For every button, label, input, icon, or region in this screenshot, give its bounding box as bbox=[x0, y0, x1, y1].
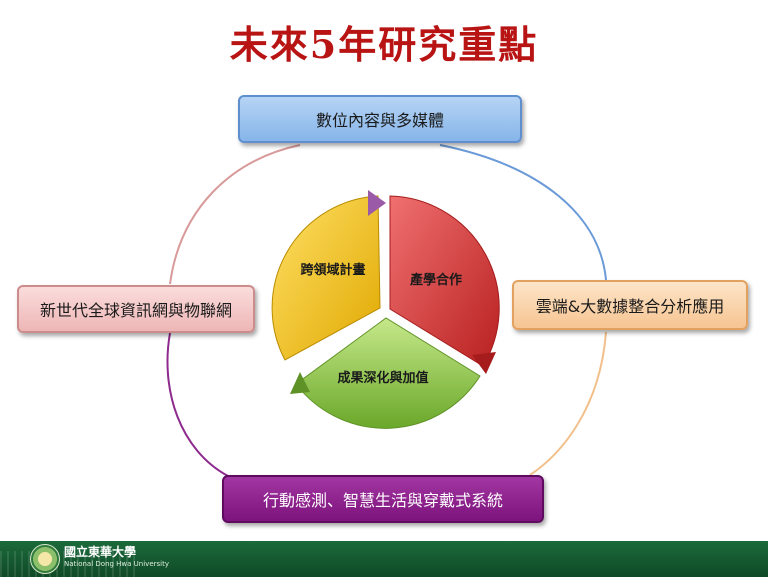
arrow-red bbox=[472, 352, 496, 374]
segment-red bbox=[389, 195, 500, 367]
footer-decoration bbox=[0, 551, 140, 577]
arc-left-top bbox=[169, 144, 301, 285]
university-name: 國立東華大學 bbox=[64, 545, 137, 559]
arc-bottom-left bbox=[166, 332, 229, 477]
segment-yellow bbox=[271, 195, 381, 361]
segment-label-yellow: 跨領域計畫 bbox=[300, 263, 366, 278]
segment-green bbox=[295, 317, 481, 429]
arc-right-bottom bbox=[529, 331, 607, 476]
box-mobile-sensing: 行動感測、智慧生活與穿戴式系統 bbox=[222, 475, 544, 523]
arrow-yellow bbox=[368, 190, 386, 216]
arrow-green bbox=[290, 372, 310, 394]
segment-label-red: 產學合作 bbox=[409, 273, 462, 288]
box-cloud-bigdata: 雲端&大數據整合分析應用 bbox=[512, 280, 748, 330]
box-web-iot: 新世代全球資訊網與物聯網 bbox=[17, 285, 255, 333]
segment-label-green: 成果深化與加值 bbox=[337, 371, 429, 386]
footer-bar: 國立東華大學 National Dong Hwa University bbox=[0, 541, 768, 577]
box-digital-content: 數位內容與多媒體 bbox=[238, 95, 522, 143]
university-logo-icon bbox=[30, 544, 60, 574]
university-name-english: National Dong Hwa University bbox=[64, 560, 169, 568]
page-title: 未來5年研究重點 bbox=[229, 22, 539, 67]
arc-top-right bbox=[439, 144, 607, 281]
